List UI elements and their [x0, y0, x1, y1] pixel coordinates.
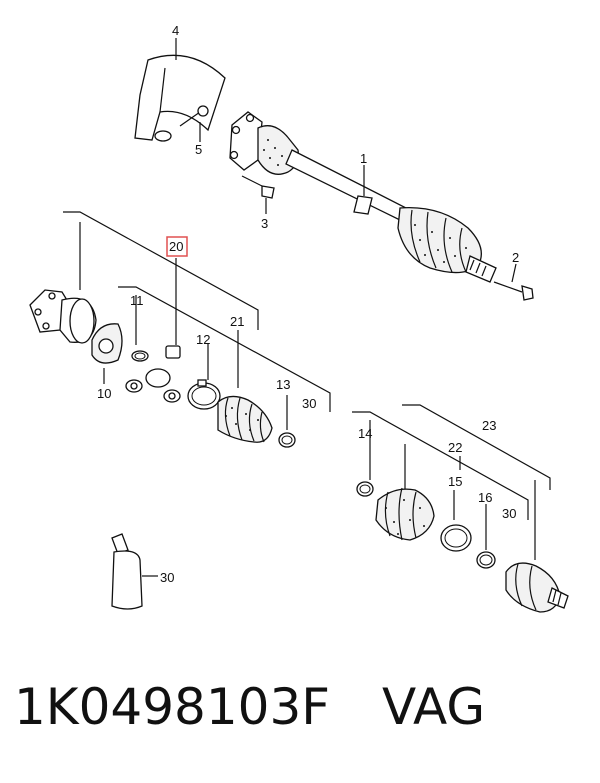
part-caption: 1K0498103F VAG: [14, 678, 485, 736]
callout-1: 1: [360, 151, 367, 166]
callout-13: 13: [276, 377, 290, 392]
clamp-part-13: [278, 432, 296, 448]
callout-3: 3: [261, 216, 268, 231]
callout-5: 5: [195, 142, 202, 157]
callout-15: 15: [448, 474, 462, 489]
tripod-spider-part: [125, 345, 181, 403]
callout-30-a: 30: [302, 396, 316, 411]
exploded-parts-diagram: 4 5 1 3 2 20 11 21 12 10 13 30 23 14 22 …: [29, 23, 569, 613]
callout-2: 2: [512, 250, 519, 265]
callout-11: 11: [130, 293, 144, 308]
callout-20: 20: [169, 239, 183, 254]
callout-4: 4: [172, 23, 179, 38]
inner-boot-part: [217, 395, 273, 443]
callout-22: 22: [448, 440, 462, 455]
callout-10: 10: [97, 386, 111, 401]
brand-name: VAG: [382, 678, 486, 736]
clamp-part-12: [187, 379, 221, 410]
spider-plate-part-10: [91, 323, 123, 384]
outer-cv-joint-part: [505, 562, 569, 613]
bolt-part-2: [493, 263, 534, 301]
callout-23: 23: [482, 418, 496, 433]
part-number: 1K0498103F: [14, 678, 331, 736]
group-22-23-bracket: [352, 404, 551, 560]
clamp-part-15: [440, 524, 472, 552]
callout-16: 16: [478, 490, 492, 505]
heat-shield-part: [134, 38, 226, 142]
callout-14: 14: [358, 426, 372, 441]
outer-boot-part: [375, 487, 435, 541]
grease-tube-part: [111, 533, 158, 610]
group-20-bracket: [63, 211, 331, 430]
clamp-part-14: [356, 481, 374, 497]
highlight-box-20: [166, 236, 188, 257]
callout-30-c: 30: [160, 570, 174, 585]
callout-30-b: 30: [502, 506, 516, 521]
callout-12: 12: [196, 332, 210, 347]
drive-shaft-part: [229, 111, 497, 283]
callout-21: 21: [230, 314, 244, 329]
circlip-part-11: [131, 350, 149, 362]
bolt-part-5: [179, 105, 209, 142]
inner-joint-housing-part: [29, 289, 97, 344]
bolt-part-3: [241, 175, 275, 214]
circlip-part-16: [476, 551, 496, 569]
